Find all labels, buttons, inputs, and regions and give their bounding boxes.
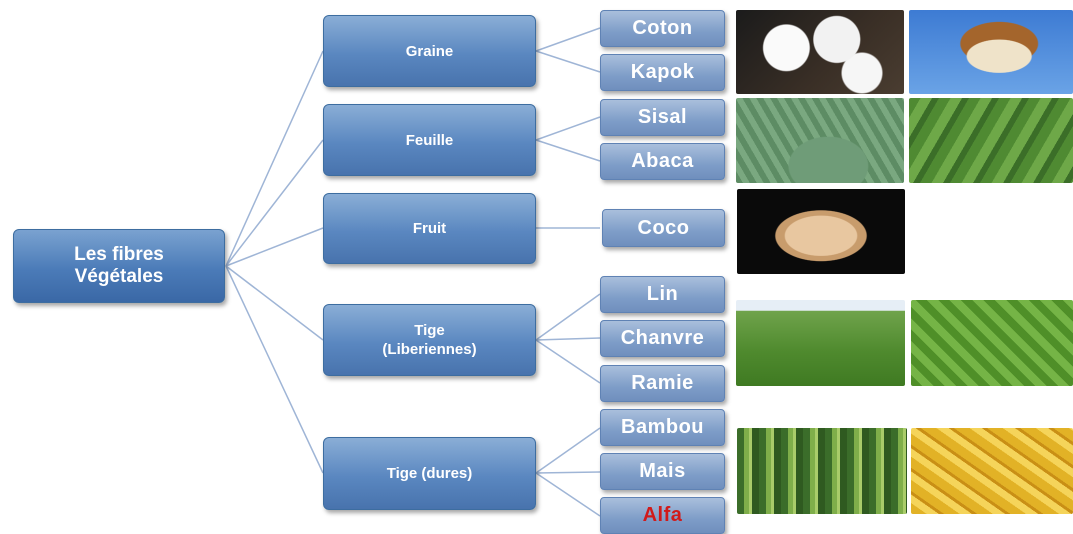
leaf-lin: Lin: [600, 276, 725, 313]
root-node: Les fibres Végétales: [13, 229, 225, 303]
root-label-line2: Végétales: [75, 266, 164, 288]
coconut-fiber-photo: [737, 189, 905, 274]
abaca-plant-photo: [909, 98, 1073, 183]
category-graine: Graine: [323, 15, 536, 87]
category-tige-liberiennes: Tige (Liberiennes): [323, 304, 536, 376]
category-label-line1: Tige: [414, 321, 445, 340]
flax-field-photo: [736, 300, 905, 386]
leaf-chanvre: Chanvre: [600, 320, 725, 357]
leaf-ramie: Ramie: [600, 365, 725, 402]
category-label: Feuille: [406, 131, 454, 150]
leaf-abaca: Abaca: [600, 143, 725, 180]
leaf-kapok: Kapok: [600, 54, 725, 91]
leaf-sisal: Sisal: [600, 99, 725, 136]
leaf-coco: Coco: [602, 209, 725, 247]
category-label: Tige (dures): [387, 464, 473, 483]
category-label: Graine: [406, 42, 454, 61]
category-tige-dures: Tige (dures): [323, 437, 536, 510]
leaf-alfa: Alfa: [600, 497, 725, 534]
bamboo-stalks-photo: [737, 428, 907, 514]
sisal-plant-photo: [736, 98, 904, 183]
kapok-pod-photo: [909, 10, 1073, 94]
leaf-mais: Mais: [600, 453, 725, 490]
cotton-boll-photo: [736, 10, 904, 94]
category-fruit: Fruit: [323, 193, 536, 264]
category-label: Fruit: [413, 219, 446, 238]
leaf-bambou: Bambou: [600, 409, 725, 446]
corn-kernels-photo: [911, 428, 1073, 514]
hemp-leaves-photo: [911, 300, 1073, 386]
category-feuille: Feuille: [323, 104, 536, 176]
leaf-coton: Coton: [600, 10, 725, 47]
root-label-line1: Les fibres: [74, 244, 164, 266]
category-label-line2: (Liberiennes): [382, 340, 476, 359]
